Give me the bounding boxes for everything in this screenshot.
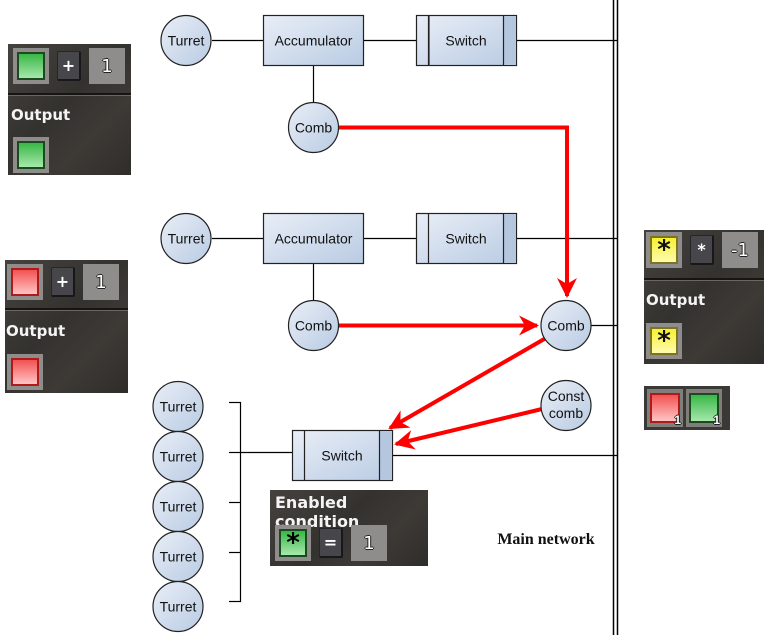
constant-value[interactable]: 1: [351, 525, 387, 561]
constant-value[interactable]: -1: [722, 232, 758, 268]
turret-node-row1[interactable]: Turret: [160, 14, 212, 67]
signal-slot-green[interactable]: 1: [686, 389, 722, 427]
green-combinator-panel: + 1 Output: [8, 44, 131, 175]
accumulator-node-row1[interactable]: Accumulator: [262, 14, 365, 67]
red-wire-comb1-to-merge: [339, 125, 577, 298]
turret-label: Turret: [168, 33, 205, 49]
panel-divider: [644, 278, 764, 281]
turret-label: Turret: [160, 399, 197, 415]
merge-comb-node[interactable]: Comb: [540, 299, 592, 352]
comparator-button[interactable]: =: [319, 528, 343, 558]
turret-node-bottom-1[interactable]: Turret: [152, 380, 204, 433]
const-comb-label-line1: Const: [548, 388, 585, 404]
accumulator-label: Accumulator: [275, 33, 353, 49]
accumulator-node-row2[interactable]: Accumulator: [262, 212, 365, 265]
each-signal-icon: *: [650, 236, 678, 264]
comb-node-row1[interactable]: Comb: [287, 101, 340, 154]
turret-label: Turret: [168, 231, 205, 247]
red-wire-const-to-switch: [394, 407, 543, 450]
output-label: Output: [11, 106, 71, 124]
constant-signals-strip: 1 1: [644, 386, 730, 430]
constant-value[interactable]: 1: [89, 48, 125, 84]
black-wires: [212, 39, 617, 603]
input-signal-slot[interactable]: [7, 264, 43, 300]
turret-node-row2[interactable]: Turret: [160, 212, 212, 265]
const-comb-node[interactable]: Const comb: [540, 379, 592, 432]
turret-label: Turret: [160, 549, 197, 565]
const-comb-label-line2: comb: [549, 405, 583, 421]
input-signal-slot[interactable]: [13, 48, 49, 84]
green-signal-icon: [689, 393, 719, 423]
condition-signal-slot[interactable]: *: [275, 525, 311, 561]
comb-label: Comb: [295, 120, 333, 136]
comb-label: Comb: [547, 318, 585, 334]
turret-node-bottom-5[interactable]: Turret: [152, 580, 204, 633]
input-signal-slot[interactable]: *: [646, 232, 682, 268]
red-wire-merge-to-switch: [388, 336, 547, 430]
output-signal-slot[interactable]: *: [646, 323, 682, 359]
switch-label: Switch: [445, 33, 486, 49]
output-signal-slot[interactable]: [13, 137, 49, 173]
signal-count: 1: [674, 413, 681, 427]
output-label: Output: [6, 322, 66, 340]
turret-node-bottom-4[interactable]: Turret: [152, 530, 204, 583]
main-network-title: Main network: [497, 531, 594, 548]
constant-value[interactable]: 1: [83, 264, 119, 300]
green-signal-icon: [17, 52, 45, 80]
switch-node-row1[interactable]: Switch: [415, 14, 518, 67]
comb-node-row2[interactable]: Comb: [287, 299, 340, 352]
panel-divider: [5, 308, 128, 311]
switch-node-row2[interactable]: Switch: [415, 212, 518, 265]
output-label: Output: [646, 291, 706, 309]
turret-node-bottom-2[interactable]: Turret: [152, 430, 204, 483]
each-combinator-panel: * * -1 Output *: [644, 230, 764, 364]
red-combinator-panel: + 1 Output: [5, 260, 128, 393]
operator-button[interactable]: +: [51, 267, 75, 297]
turret-label: Turret: [160, 499, 197, 515]
turret-node-bottom-3[interactable]: Turret: [152, 480, 204, 533]
signal-count: 1: [713, 413, 720, 427]
turret-label: Turret: [160, 449, 197, 465]
panel-divider: [8, 93, 131, 96]
operator-button[interactable]: *: [690, 235, 714, 265]
red-signal-icon: [11, 268, 39, 296]
enabled-condition-panel: Enabled condition * = 1: [270, 490, 428, 566]
switch-node-bottom[interactable]: Switch: [291, 429, 394, 482]
signal-slot-red[interactable]: 1: [647, 389, 683, 427]
red-signal-icon: [650, 393, 680, 423]
operator-button[interactable]: +: [57, 51, 81, 81]
each-signal-icon: *: [650, 327, 678, 355]
output-signal-slot[interactable]: [7, 354, 43, 390]
red-signal-icon: [11, 358, 39, 386]
everything-signal-icon: *: [279, 529, 307, 557]
red-wires: [339, 125, 577, 450]
switch-label: Switch: [321, 448, 362, 464]
switch-label: Switch: [445, 231, 486, 247]
accumulator-label: Accumulator: [275, 231, 353, 247]
green-signal-icon: [17, 141, 45, 169]
turret-label: Turret: [160, 599, 197, 615]
comb-label: Comb: [295, 318, 333, 334]
